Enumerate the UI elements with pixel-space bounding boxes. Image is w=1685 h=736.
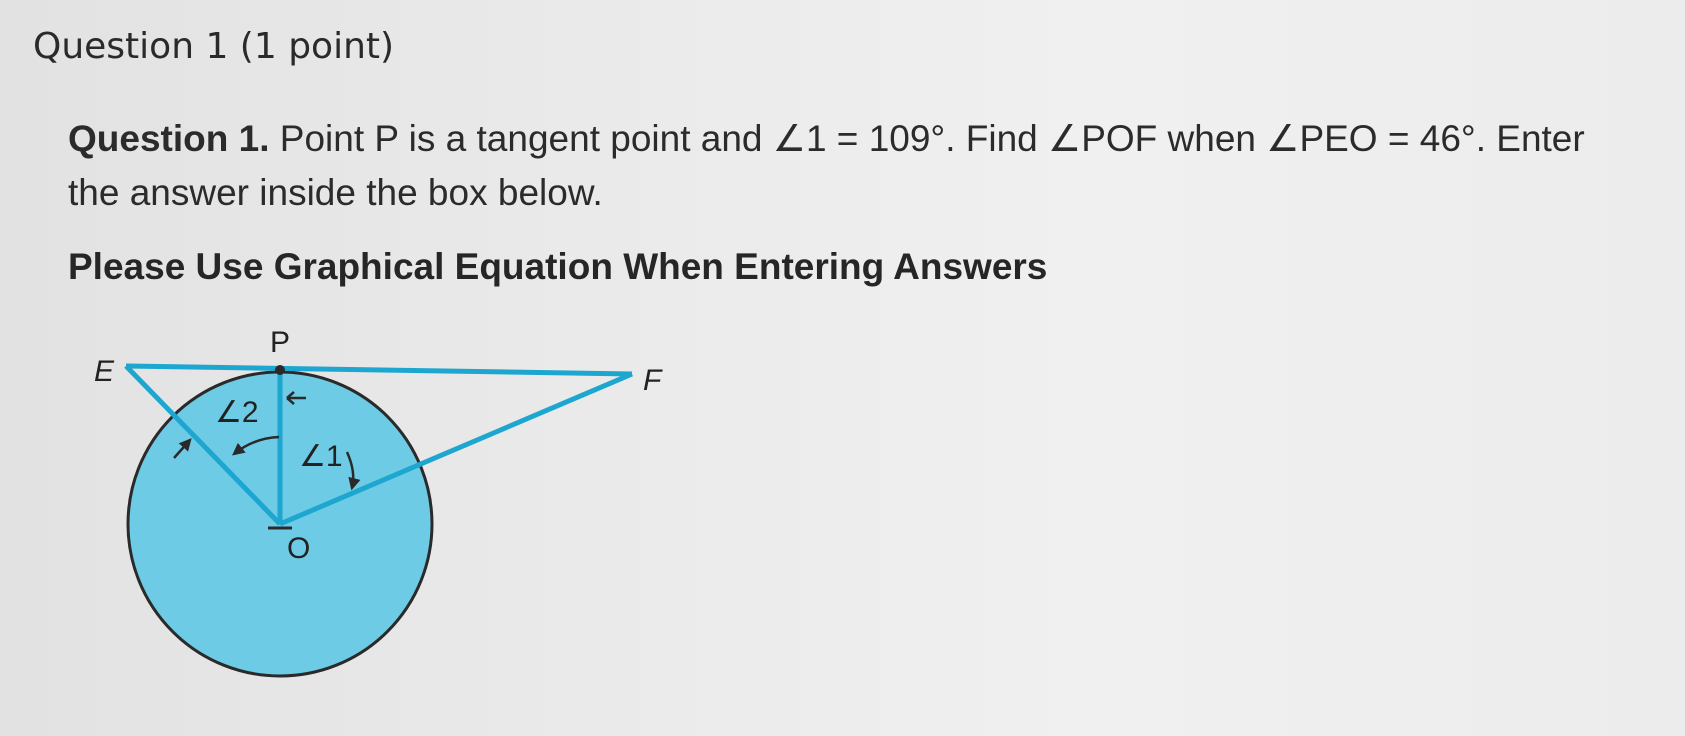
- segment-eo: [124, 364, 282, 526]
- angle2-arc: [232, 435, 280, 456]
- label-e: E: [94, 355, 115, 388]
- right-angle-marker: [286, 391, 306, 405]
- tangent-line-ef: [125, 363, 633, 377]
- label-p: P: [270, 326, 290, 359]
- label-angle1: ∠1: [299, 440, 343, 473]
- segment-fo: [279, 371, 633, 527]
- tangent-indicator-arrow: [173, 438, 192, 459]
- question-body: Point P is a tangent point and ∠1 = 109°…: [68, 118, 1585, 213]
- label-o: O: [287, 532, 310, 565]
- label-angle2: ∠2: [215, 396, 259, 429]
- question-header: Question 1 (1 point): [33, 26, 395, 67]
- instruction-text: Please Use Graphical Equation When Enter…: [68, 246, 1048, 287]
- question-text: Question 1. Point P is a tangent point a…: [68, 112, 1628, 220]
- label-f: F: [643, 364, 663, 397]
- question-label: Question 1.: [68, 118, 270, 159]
- point-p-dot: [275, 365, 285, 375]
- angle1-arc: [345, 451, 361, 491]
